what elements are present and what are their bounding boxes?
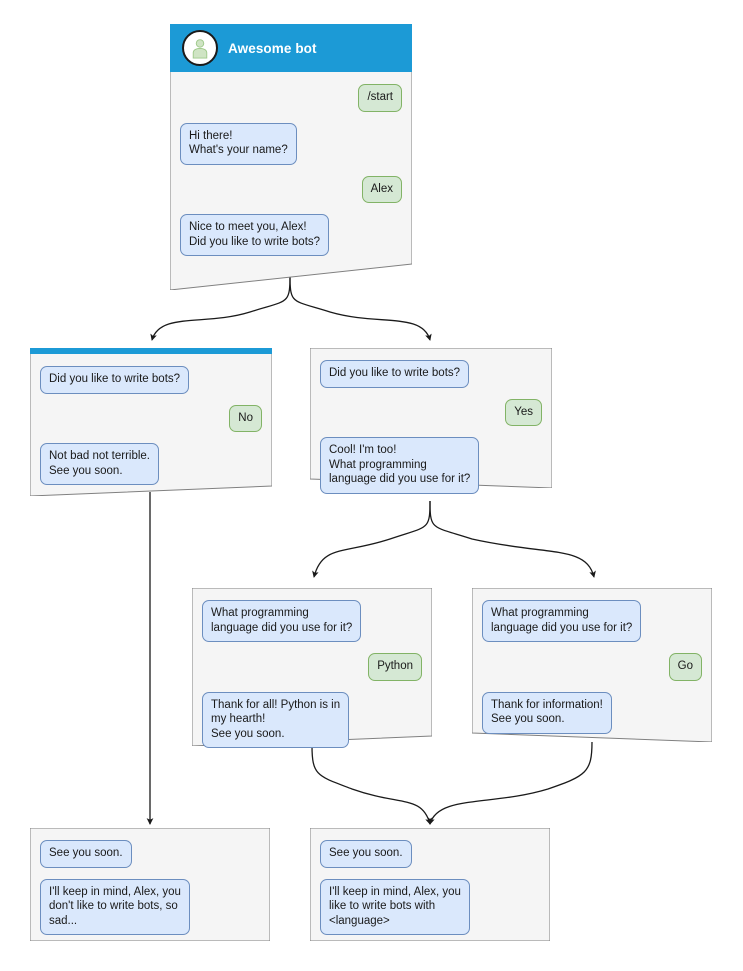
bot-message-bubble: Not bad not terrible. See you soon. <box>40 443 160 485</box>
user-message-bubble: No <box>229 404 262 432</box>
user-message-bubble: Python <box>368 653 422 681</box>
person-avatar-icon <box>182 30 218 66</box>
bot-message-bubble: Cool! I'm too! What programming language… <box>320 437 480 494</box>
chat-window-end-sad[interactable]: See you soon. I'll keep in mind, Alex, y… <box>30 828 270 941</box>
bot-message-bubble: See you soon. <box>40 840 132 868</box>
user-message-bubble: Yes <box>505 398 542 426</box>
chat-window-go-branch[interactable]: What programming language did you use fo… <box>472 588 712 742</box>
chat-window-python-branch[interactable]: What programming language did you use fo… <box>192 588 432 748</box>
user-message-bubble: Alex <box>361 175 402 203</box>
window-titlebar: Awesome bot <box>170 24 412 72</box>
edge-yes-to-go <box>429 500 596 578</box>
bot-message-bubble: I'll keep in mind, Alex, you like to wri… <box>320 878 470 935</box>
edge-yes-to-python <box>312 500 431 578</box>
chat-messages-python-branch: What programming language did you use fo… <box>192 588 432 759</box>
message-row: /start <box>180 84 402 112</box>
bot-message-bubble: Did you like to write bots? <box>320 360 470 388</box>
message-row: See you soon. <box>40 840 260 868</box>
message-row: Cool! I'm too! What programming language… <box>320 437 542 494</box>
chat-messages-go-branch: What programming language did you use fo… <box>472 588 712 745</box>
message-row: Did you like to write bots? <box>320 360 542 388</box>
chat-window-root[interactable]: Awesome bot /start Hi there! What's your… <box>170 24 412 290</box>
user-message-bubble: Go <box>668 653 702 681</box>
message-row: Did you like to write bots? <box>40 366 262 394</box>
user-message-bubble: /start <box>358 84 402 112</box>
chat-messages-end-sad: See you soon. I'll keep in mind, Alex, y… <box>30 828 270 946</box>
window-titlebar <box>30 348 272 354</box>
chat-messages-yes-branch: Did you like to write bots? Yes Cool! I'… <box>310 348 552 505</box>
message-row: I'll keep in mind, Alex, you don't like … <box>40 878 260 935</box>
message-row: Hi there! What's your name? <box>180 122 402 165</box>
message-row: Go <box>482 653 702 681</box>
message-row: What programming language did you use fo… <box>202 600 422 642</box>
message-row: No <box>40 404 262 432</box>
bot-name-label: Awesome bot <box>228 40 317 56</box>
message-row: Thank for all! Python is in my hearth! S… <box>202 691 422 748</box>
chat-window-end-happy[interactable]: See you soon. I'll keep in mind, Alex, y… <box>310 828 550 941</box>
edge-go-to-end-happy <box>428 741 593 825</box>
message-row: Python <box>202 653 422 681</box>
bot-message-bubble: What programming language did you use fo… <box>482 600 642 642</box>
message-row: Not bad not terrible. See you soon. <box>40 443 262 485</box>
bot-message-bubble: See you soon. <box>320 840 412 868</box>
bot-message-bubble: Hi there! What's your name? <box>180 122 297 165</box>
bot-message-bubble: Thank for information! See you soon. <box>482 691 612 734</box>
message-row: Nice to meet you, Alex! Did you like to … <box>180 214 402 256</box>
message-row: Alex <box>180 175 402 203</box>
message-row: Yes <box>320 398 542 426</box>
chat-messages-root: /start Hi there! What's your name? Alex … <box>170 72 412 290</box>
chat-messages-end-happy: See you soon. I'll keep in mind, Alex, y… <box>310 828 550 946</box>
chat-window-no-branch[interactable]: Did you like to write bots? No Not bad n… <box>30 348 272 496</box>
bot-message-bubble: Thank for all! Python is in my hearth! S… <box>202 691 350 748</box>
bot-message-bubble: What programming language did you use fo… <box>202 600 362 642</box>
bot-message-bubble: I'll keep in mind, Alex, you don't like … <box>40 878 190 935</box>
message-row: I'll keep in mind, Alex, you like to wri… <box>320 878 540 935</box>
message-row: What programming language did you use fo… <box>482 600 702 642</box>
bot-message-bubble: Nice to meet you, Alex! Did you like to … <box>180 214 330 256</box>
chat-window-yes-branch[interactable]: Did you like to write bots? Yes Cool! I'… <box>310 348 552 494</box>
bot-message-bubble: Did you like to write bots? <box>40 366 190 394</box>
chat-messages-no-branch: Did you like to write bots? No Not bad n… <box>30 354 272 496</box>
message-row: Thank for information! See you soon. <box>482 691 702 734</box>
message-row: See you soon. <box>320 840 540 868</box>
